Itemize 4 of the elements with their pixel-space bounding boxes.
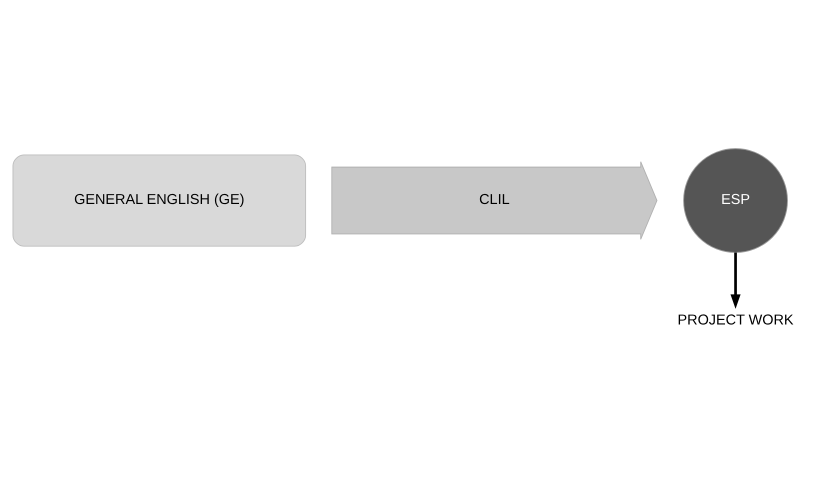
node-circle: ESP [683, 148, 788, 252]
arrow [730, 252, 741, 308]
node-text: PROJECT WORK [678, 312, 794, 328]
node-box: GENERAL ENGLISH (GE) [12, 154, 306, 246]
